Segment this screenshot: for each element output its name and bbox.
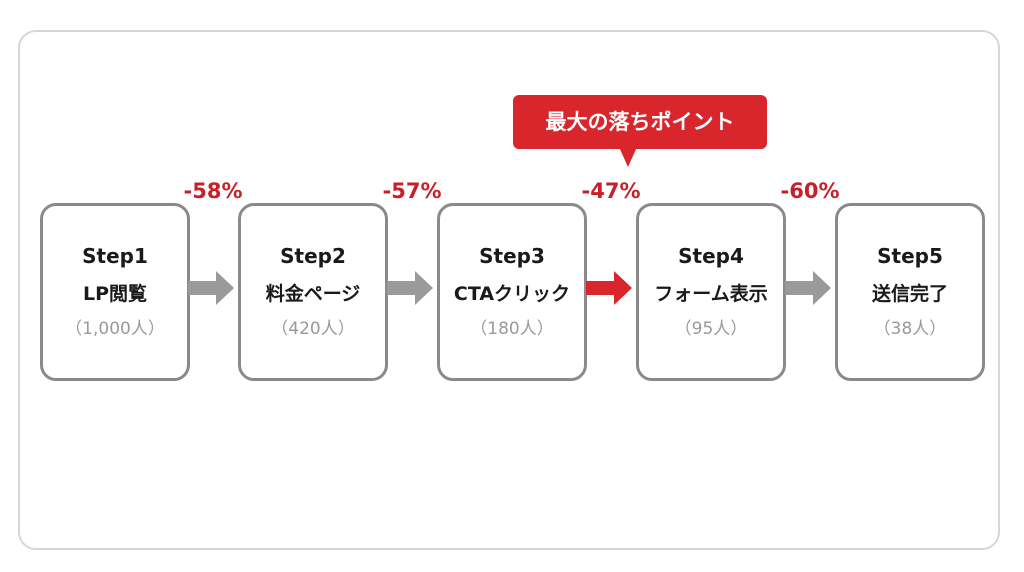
arrow-right-icon (586, 268, 634, 308)
drop-rate-label: -47% (581, 179, 641, 203)
step-box-3: Step3 CTAクリック （180人） (437, 203, 587, 381)
step-label: LP閲覧 (82, 283, 148, 305)
step-label: 料金ページ (265, 283, 361, 305)
drop-rate-label: -57% (382, 179, 442, 203)
step-title: Step4 (678, 244, 744, 268)
step-title: Step5 (877, 244, 943, 268)
step-label: フォーム表示 (654, 283, 768, 305)
arrow-right-icon (188, 268, 236, 308)
step-title: Step3 (479, 244, 545, 268)
step-box-2: Step2 料金ページ （420人） (238, 203, 388, 381)
step-count: （180人） (470, 319, 554, 339)
arrow-right-icon (387, 268, 435, 308)
step-count: （420人） (271, 319, 355, 339)
step-count: （1,000人） (65, 319, 165, 339)
step-title: Step2 (280, 244, 346, 268)
drop-rate-label: -60% (780, 179, 840, 203)
step-count: （95人） (674, 319, 748, 339)
step-box-1: Step1 LP閲覧 （1,000人） (40, 203, 190, 381)
step-box-5: Step5 送信完了 （38人） (835, 203, 985, 381)
step-count: （38人） (873, 319, 947, 339)
step-label: CTAクリック (453, 283, 571, 305)
step-box-4: Step4 フォーム表示 （95人） (636, 203, 786, 381)
drop-rate-label: -58% (183, 179, 243, 203)
step-label: 送信完了 (871, 283, 948, 305)
step-title: Step1 (82, 244, 148, 268)
callout-bubble: 最大の落ちポイント (513, 95, 767, 149)
arrow-right-icon (785, 268, 833, 308)
callout-tail (619, 147, 637, 167)
